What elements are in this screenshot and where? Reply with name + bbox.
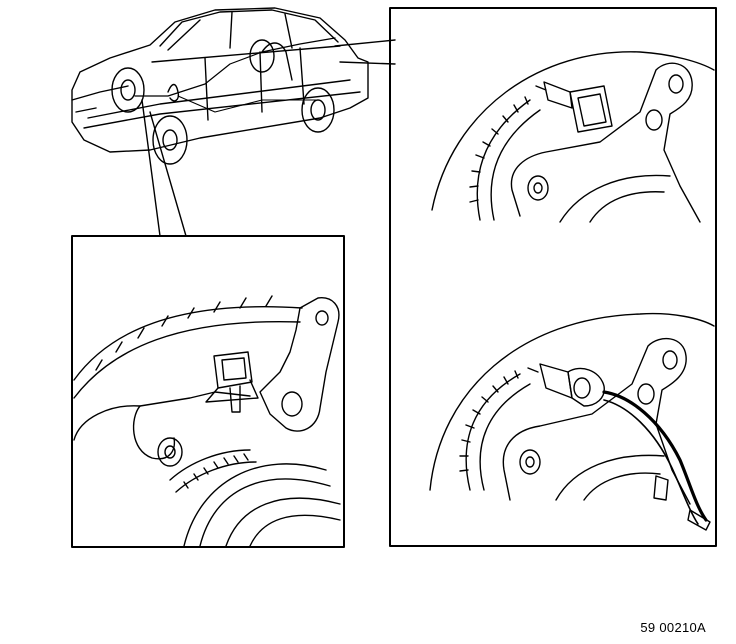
rear-hub-sensor-view-lower: [429, 312, 715, 531]
callout-line-front: [141, 99, 161, 237]
front-right-wheel: [152, 115, 188, 165]
rear-speed-sensor-upper: [569, 85, 613, 133]
sensor-cable: [602, 390, 708, 522]
front-left-wheel: [111, 67, 145, 113]
figure-reference-code: 59 00210A: [640, 620, 706, 635]
rear-hub-sensor-view-upper: [431, 51, 715, 223]
front-speed-sensor: [213, 351, 253, 389]
rear-speed-sensor-lower: [567, 367, 605, 407]
rear-sensor-detail-frame: [389, 7, 717, 547]
front-sensor-detail-frame: [71, 235, 345, 548]
car-overview-illustration: [71, 7, 396, 237]
rear-left-wheel: [249, 39, 275, 73]
rear-right-wheel: [301, 87, 335, 133]
front-wheel-hub-illustration: [73, 295, 341, 546]
callout-line-rear: [334, 39, 396, 47]
